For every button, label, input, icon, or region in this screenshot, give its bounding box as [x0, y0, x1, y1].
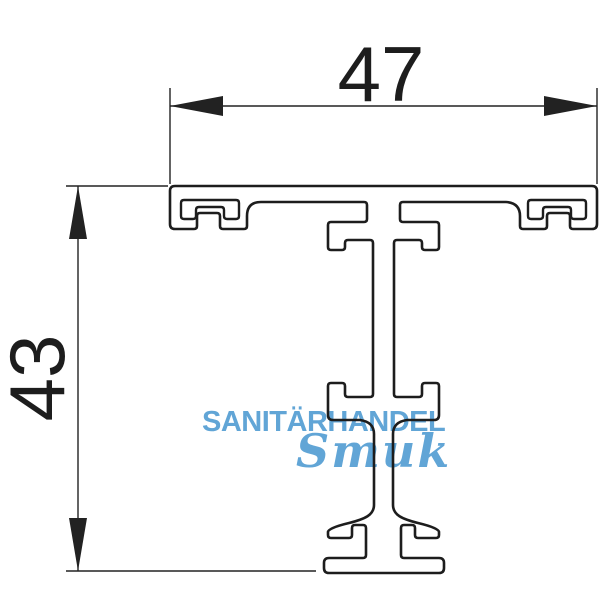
arrow-right-icon	[544, 96, 597, 116]
profile-left-channel-cavity	[179, 198, 241, 221]
profile-silhouette	[168, 184, 599, 575]
watermark-line2: Smuk	[296, 424, 451, 478]
profile-outline	[168, 184, 599, 575]
dimension-width-arrows	[170, 96, 597, 116]
dimension-width-value: 47	[338, 30, 425, 118]
dimension-width	[169, 88, 598, 184]
arrow-down-icon	[69, 518, 87, 571]
watermark: SANITÄRHANDEL Smuk	[202, 405, 451, 478]
arrow-up-icon	[69, 186, 87, 239]
dimension-height	[66, 185, 316, 572]
arrow-left-icon	[170, 96, 223, 116]
dimension-height-value: 43	[0, 335, 81, 422]
dimension-height-arrows	[69, 186, 87, 571]
profile-right-channel-cavity	[526, 198, 588, 221]
